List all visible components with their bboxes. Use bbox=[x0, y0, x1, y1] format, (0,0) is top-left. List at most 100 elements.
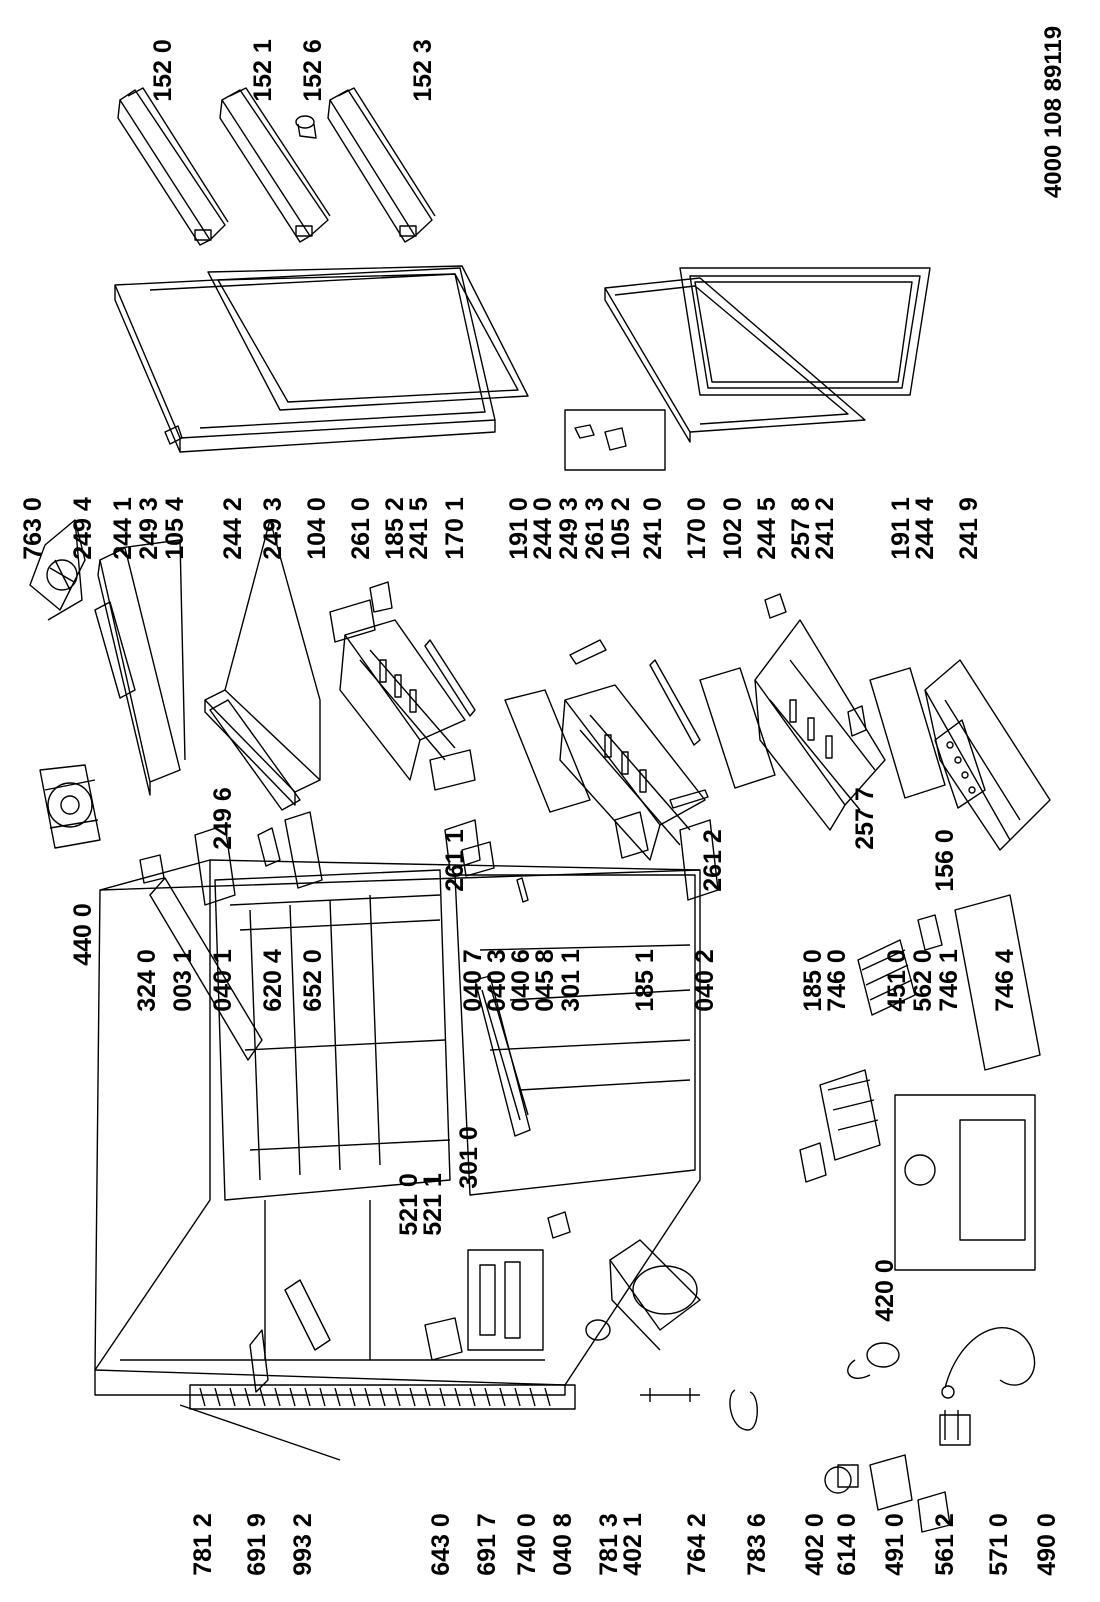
cabinet-body bbox=[94, 859, 701, 1396]
fridge-door-1040 bbox=[114, 267, 496, 453]
part-label-2611: 261 1 bbox=[440, 829, 469, 892]
part-label-1052: 105 2 bbox=[606, 497, 635, 560]
flap-2578 bbox=[764, 593, 787, 619]
evaporator-7460 bbox=[819, 1069, 881, 1161]
part-label-6140: 614 0 bbox=[832, 1513, 861, 1576]
part-label-1701: 170 1 bbox=[440, 497, 469, 560]
part-label-6204: 620 4 bbox=[258, 949, 287, 1012]
clip-7836 bbox=[729, 1389, 758, 1431]
part-label-0031: 003 1 bbox=[168, 949, 197, 1012]
rail-2613 bbox=[569, 639, 607, 665]
part-label-3240: 324 0 bbox=[132, 949, 161, 1012]
part-label-2496: 249 6 bbox=[208, 787, 237, 850]
part-label-2577: 257 7 bbox=[850, 787, 879, 850]
part-label-2440: 244 0 bbox=[528, 497, 557, 560]
part-label-1520: 152 0 bbox=[148, 39, 177, 102]
part-label-5612: 561 2 bbox=[930, 1513, 959, 1576]
fan-cover-7630 bbox=[29, 519, 86, 621]
part-label-7630: 763 0 bbox=[18, 497, 47, 560]
glass-shelf-2441 bbox=[97, 539, 186, 796]
part-label-5211: 521 1 bbox=[418, 1173, 447, 1236]
part-label-0401: 040 1 bbox=[208, 949, 237, 1012]
sensor-6919 bbox=[249, 1329, 269, 1393]
part-label-2419: 241 9 bbox=[954, 497, 983, 560]
part-label-2613: 261 3 bbox=[580, 497, 609, 560]
door-shelf-1521 bbox=[219, 87, 331, 243]
part-label-4200: 420 0 bbox=[870, 1259, 899, 1322]
part-label-7460: 746 0 bbox=[822, 949, 851, 1012]
cover-4910 bbox=[869, 1454, 913, 1511]
glass-panel-2445 bbox=[699, 667, 776, 789]
part-label-5710: 571 0 bbox=[984, 1513, 1013, 1576]
fan-box-7461 bbox=[894, 1094, 1036, 1271]
part-label-2444: 244 4 bbox=[910, 497, 939, 560]
part-label-3011: 301 1 bbox=[556, 949, 585, 1012]
control-panel-3010 bbox=[474, 975, 531, 1137]
drawer-2412 bbox=[754, 619, 886, 831]
flap-2577 bbox=[847, 705, 867, 737]
rail-2494 bbox=[94, 601, 136, 699]
overload-5612 bbox=[917, 1491, 951, 1533]
part-label-9932: 993 2 bbox=[288, 1513, 317, 1576]
freezer-door-1020 bbox=[604, 277, 866, 443]
hinge-0402 bbox=[679, 819, 719, 901]
thermostat-9932 bbox=[284, 1279, 331, 1351]
part-label-1851: 185 1 bbox=[630, 949, 659, 1012]
part-label-5620: 562 0 bbox=[908, 949, 937, 1012]
part-label-4510: 451 0 bbox=[882, 949, 911, 1012]
cover-3240 bbox=[139, 854, 165, 884]
part-label-2412: 241 2 bbox=[810, 497, 839, 560]
sensor-5620 bbox=[917, 914, 943, 951]
part-label-1521: 152 1 bbox=[248, 39, 277, 102]
part-label-1560: 156 0 bbox=[930, 829, 959, 892]
part-label-7461: 746 1 bbox=[934, 949, 963, 1012]
condenser-7400 bbox=[189, 1384, 576, 1410]
part-label-7836: 783 6 bbox=[742, 1513, 771, 1576]
part-label-3010: 301 0 bbox=[454, 1126, 483, 1189]
part-label-7400: 740 0 bbox=[512, 1513, 541, 1576]
door-gasket-1910 bbox=[207, 265, 529, 411]
fan-motor-4400 bbox=[39, 764, 101, 849]
part-label-2415: 241 5 bbox=[404, 497, 433, 560]
rod-7812 bbox=[179, 1404, 341, 1461]
bottle-stop-1526 bbox=[295, 115, 317, 139]
heater-4510 bbox=[857, 939, 916, 1016]
part-label-7464: 746 4 bbox=[990, 949, 1019, 1012]
drawer-2419 bbox=[924, 659, 1051, 851]
bracket-2611 bbox=[429, 749, 476, 791]
part-label-2612: 261 2 bbox=[698, 829, 727, 892]
part-label-2494: 249 4 bbox=[68, 497, 97, 560]
door-shelf-1523 bbox=[327, 87, 436, 243]
part-label-7812: 781 2 bbox=[188, 1513, 217, 1576]
part-label-2441: 244 1 bbox=[108, 497, 137, 560]
ice-tray-1560 bbox=[934, 719, 986, 809]
cover-7464 bbox=[954, 894, 1041, 1071]
switch-6204 bbox=[257, 827, 281, 867]
hinge-0407 bbox=[444, 819, 481, 871]
pin-0458 bbox=[516, 877, 529, 903]
glass-panel-2440 bbox=[504, 689, 591, 813]
drain-1850 bbox=[799, 1142, 827, 1183]
part-label-1040: 104 0 bbox=[302, 497, 331, 560]
door-gasket-1911 bbox=[679, 267, 931, 396]
hinge-0401 bbox=[194, 824, 236, 906]
part-label-0402: 040 2 bbox=[690, 949, 719, 1012]
bracket-2610 bbox=[329, 599, 376, 643]
part-label-2410: 241 0 bbox=[638, 497, 667, 560]
glass-panel-2444 bbox=[869, 667, 946, 799]
part-label-6919: 691 9 bbox=[242, 1513, 271, 1576]
light-6520 bbox=[284, 811, 323, 889]
part-label-2493c: 249 3 bbox=[554, 497, 583, 560]
thermostat-7813 bbox=[585, 1319, 611, 1341]
part-label-0408: 040 8 bbox=[548, 1513, 577, 1576]
part-label-6520: 652 0 bbox=[298, 949, 327, 1012]
part-label-1054: 105 4 bbox=[160, 497, 189, 560]
part-label-0458: 045 8 bbox=[530, 949, 559, 1012]
part-label-2442: 244 2 bbox=[218, 497, 247, 560]
part-label-2445: 244 5 bbox=[752, 497, 781, 560]
kit-6917 bbox=[467, 1249, 544, 1351]
document-code: 4000 108 89119 bbox=[1040, 25, 1068, 199]
clip-1852 bbox=[369, 581, 393, 613]
hinge-0403 bbox=[461, 841, 495, 877]
